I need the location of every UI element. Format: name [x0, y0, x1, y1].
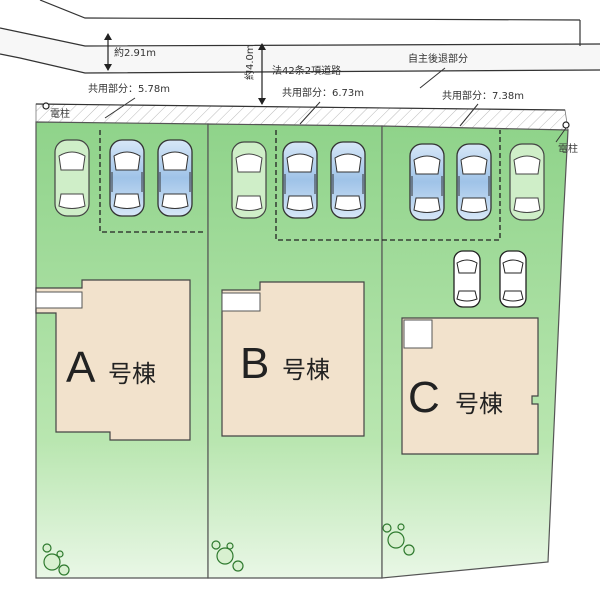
setback-note-label: 自主後退部分	[408, 52, 468, 65]
car-a1	[110, 140, 144, 216]
car-a2	[158, 140, 192, 216]
building-c-letter: C	[408, 373, 440, 422]
car-outline-a1	[55, 140, 89, 216]
building-b-suffix: 号棟	[282, 356, 330, 384]
car-outline-b1	[232, 142, 266, 218]
shared-part-c-label: 共用部分：7.38m	[442, 89, 524, 102]
building-c-suffix: 号棟	[455, 390, 503, 418]
utility-pole-label-left: 電柱	[50, 107, 70, 120]
road-edge-top	[40, 0, 580, 20]
car-small-c2	[500, 251, 526, 307]
utility-pole-icon-left	[43, 103, 49, 109]
car-small-c1	[454, 251, 480, 307]
building-b-porch	[222, 293, 260, 311]
car-c1	[410, 144, 444, 220]
building-a-porch	[36, 292, 82, 308]
car-b2	[331, 142, 365, 218]
utility-pole-label-right: 電柱	[558, 142, 578, 155]
car-outline-c1	[510, 144, 544, 220]
road-centerline	[0, 28, 600, 46]
road-type-label: 法42条2項道路	[272, 64, 341, 77]
shared-part-a-label: 共用部分：5.78m	[88, 82, 170, 95]
car-b1	[283, 142, 317, 218]
road-width-label: 約2.91m	[114, 46, 156, 59]
shared-part-b-label: 共用部分：6.73m	[282, 86, 364, 99]
car-c2	[457, 144, 491, 220]
building-a-suffix: 号棟	[108, 360, 156, 388]
setback-width-label: 約4.0m	[243, 44, 256, 80]
building-b-letter: B	[240, 339, 269, 388]
building-c-porch	[404, 320, 432, 348]
utility-pole-icon-right	[563, 122, 569, 128]
building-a-letter: A	[66, 343, 96, 392]
